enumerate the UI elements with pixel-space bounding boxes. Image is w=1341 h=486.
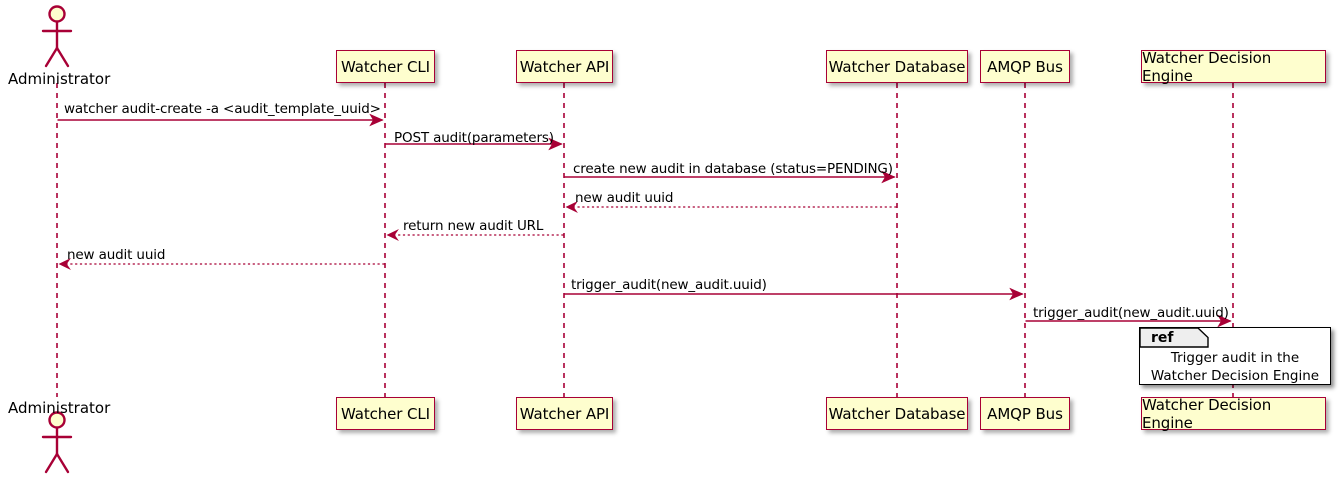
participant-label: Watcher CLI bbox=[340, 404, 431, 423]
participant-label: Watcher API bbox=[519, 404, 610, 423]
participant-box-wde-bottom[interactable]: Watcher Decision Engine bbox=[1141, 395, 1326, 432]
actor-leg-left bbox=[44, 46, 59, 68]
actor-leg-left bbox=[44, 452, 59, 474]
ref-tab-label: ref bbox=[1151, 330, 1174, 346]
message-label-3: create new audit in database (status=PEN… bbox=[573, 161, 893, 177]
ref-fragment-tab bbox=[1140, 328, 1209, 348]
actor-figure-administrator-top bbox=[41, 5, 73, 68]
participant-label: AMQP Bus bbox=[987, 57, 1063, 76]
message-label-8: trigger_audit(new_audit.uuid) bbox=[1033, 305, 1229, 321]
message-label-1: watcher audit-create -a <audit_template_… bbox=[64, 101, 381, 117]
message-label-5: return new audit URL bbox=[403, 218, 544, 234]
message-label-4: new audit uuid bbox=[575, 190, 674, 206]
ref-fragment-line-2: Watcher Decision Engine bbox=[1150, 368, 1320, 384]
ref-tab-shape bbox=[1140, 328, 1209, 348]
participant-label: Watcher API bbox=[519, 57, 610, 76]
actor-figure-administrator-bottom bbox=[41, 411, 73, 474]
actor-label-administrator-top: Administrator bbox=[8, 70, 111, 88]
message-label-2: POST audit(parameters) bbox=[394, 130, 554, 146]
message-arrows-group bbox=[57, 113, 1232, 328]
actor-figures-group bbox=[41, 5, 73, 474]
participant-label: Watcher Decision Engine bbox=[1142, 395, 1272, 432]
actor-label-administrator-bottom: Administrator bbox=[8, 399, 111, 417]
actor-leg-right bbox=[55, 452, 70, 474]
participant-box-wde-top[interactable]: Watcher Decision Engine bbox=[1141, 48, 1326, 85]
participant-box-api-bottom[interactable]: Watcher API bbox=[516, 397, 613, 430]
participant-box-db-top[interactable]: Watcher Database bbox=[826, 50, 968, 83]
participant-box-cli-bottom[interactable]: Watcher CLI bbox=[336, 397, 435, 430]
participant-box-api-top[interactable]: Watcher API bbox=[516, 50, 613, 83]
ref-fragment bbox=[1139, 327, 1331, 385]
lifelines-group bbox=[56, 83, 1234, 397]
participant-label: Watcher Decision Engine bbox=[1142, 48, 1272, 85]
participant-box-amqp-bottom[interactable]: AMQP Bus bbox=[980, 397, 1070, 430]
participant-box-db-bottom[interactable]: Watcher Database bbox=[826, 397, 968, 430]
message-label-6: new audit uuid bbox=[67, 247, 166, 263]
participant-label: Watcher CLI bbox=[340, 57, 431, 76]
participant-box-amqp-top[interactable]: AMQP Bus bbox=[980, 50, 1070, 83]
message-label-7: trigger_audit(new_audit.uuid) bbox=[571, 277, 767, 293]
ref-fragment-line-1: Trigger audit in the bbox=[1170, 350, 1300, 366]
actor-head bbox=[48, 5, 66, 23]
participant-label: Watcher Database bbox=[828, 404, 966, 423]
actor-leg-right bbox=[55, 46, 70, 68]
participant-label: Watcher Database bbox=[828, 57, 966, 76]
participant-box-cli-top[interactable]: Watcher CLI bbox=[336, 50, 435, 83]
participant-label: AMQP Bus bbox=[987, 404, 1063, 423]
